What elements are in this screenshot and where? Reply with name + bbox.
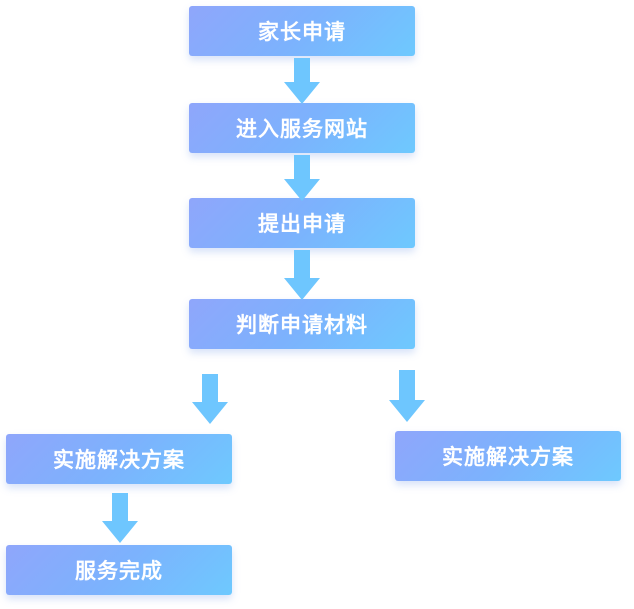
step-label: 家长申请 [258, 20, 346, 44]
step-review-materials: 判断申请材料 [189, 299, 415, 349]
arrow-down-icon [192, 374, 228, 424]
step-label: 实施解决方案 [53, 448, 185, 472]
arrow-down-icon [389, 370, 425, 422]
step-label: 服务完成 [75, 559, 163, 583]
arrow-down-icon [284, 155, 320, 201]
step-service-complete: 服务完成 [6, 545, 232, 595]
arrow-down-icon [284, 58, 320, 104]
step-label: 进入服务网站 [236, 117, 368, 141]
step-implement-solution-right: 实施解决方案 [395, 431, 621, 481]
arrow-down-icon [102, 493, 138, 543]
step-implement-solution-left: 实施解决方案 [6, 434, 232, 484]
step-label: 提出申请 [258, 212, 346, 236]
step-enter-website: 进入服务网站 [189, 103, 415, 153]
arrow-down-icon [284, 250, 320, 300]
step-label: 实施解决方案 [442, 445, 574, 469]
step-submit-application: 提出申请 [189, 198, 415, 248]
step-label: 判断申请材料 [236, 313, 368, 337]
step-parent-apply: 家长申请 [189, 6, 415, 56]
